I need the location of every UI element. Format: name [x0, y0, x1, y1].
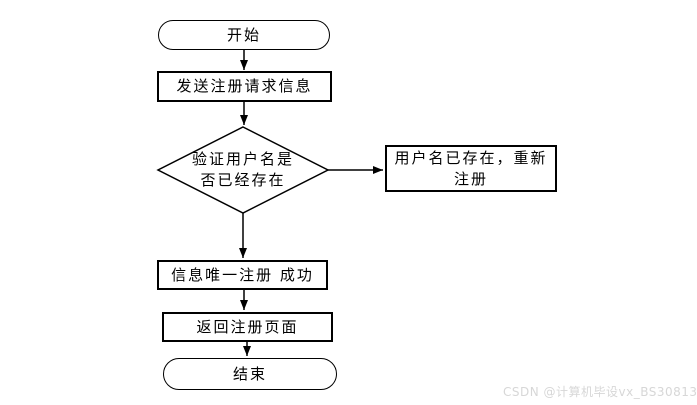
node-verify-username: 验证用户名是 否已经存在: [158, 147, 328, 193]
node-send-request: 发送注册请求信息: [157, 71, 332, 102]
node-username-exists-label: 用户名已存在，重新 注册: [394, 148, 548, 188]
node-return-page: 返回注册页面: [162, 312, 333, 342]
node-start-label: 开始: [226, 25, 261, 44]
node-send-request-label: 发送注册请求信息: [176, 77, 313, 95]
csdn-watermark: CSDN @计算机毕设vx_BS30813: [503, 385, 697, 399]
node-verify-username-label: 验证用户名是 否已经存在: [191, 150, 294, 189]
node-end-label: 结束: [232, 364, 267, 383]
node-register-success-label: 信息唯一注册 成功: [171, 265, 314, 284]
node-end: 结束: [163, 358, 337, 390]
node-register-success: 信息唯一注册 成功: [157, 260, 328, 290]
node-start: 开始: [158, 20, 330, 50]
node-return-page-label: 返回注册页面: [196, 317, 299, 336]
node-username-exists: 用户名已存在，重新 注册: [385, 145, 557, 192]
